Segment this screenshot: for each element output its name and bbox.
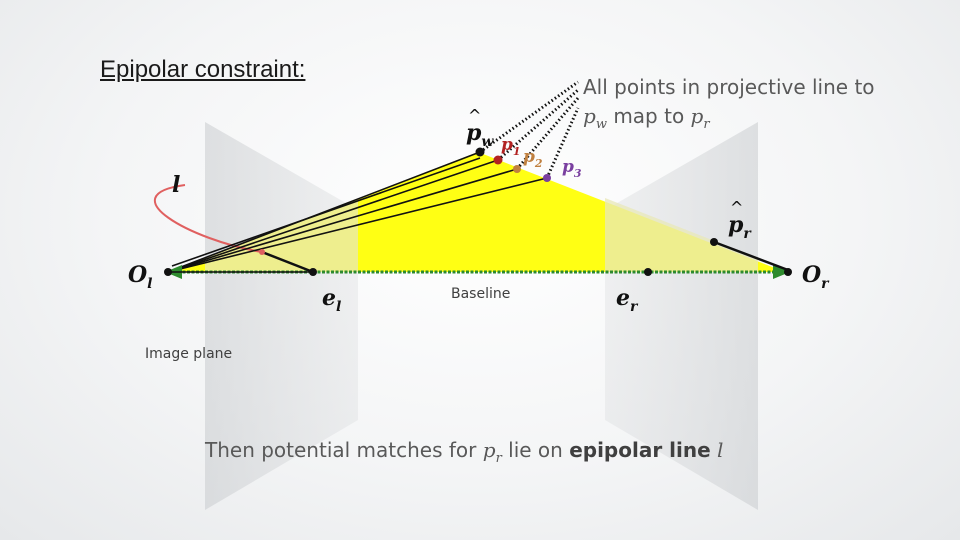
label-p3: p3 — [562, 157, 582, 180]
point-pw-hat — [259, 249, 265, 255]
bottom-caption: Then potential matches for pr lie on epi… — [205, 438, 724, 466]
image-plane-label: Image plane — [145, 346, 233, 362]
point-ol — [164, 268, 172, 276]
label-p1: p1 — [501, 135, 521, 158]
point-or — [784, 268, 792, 276]
note-line-2: pw map to pr — [583, 104, 710, 132]
label-pw: pw — [466, 120, 494, 150]
projection-rays — [167, 151, 548, 273]
projective-dotted-lines — [479, 80, 580, 179]
point-pw — [475, 147, 485, 157]
label-pr-hat: ^ — [730, 198, 743, 217]
label-pr: pr — [728, 212, 752, 242]
label-er: er — [616, 285, 639, 315]
point-pr-hat — [710, 238, 718, 246]
baseline-label: Baseline — [451, 286, 511, 302]
point-p1 — [493, 155, 503, 165]
left-image-segment — [261, 250, 314, 274]
label-el: el — [322, 285, 341, 315]
label-p2: p2 — [523, 147, 543, 170]
projective-line-note: All points in projective line to pw map … — [583, 73, 923, 139]
slide-title: Epipolar constraint: — [100, 56, 306, 83]
point-p2 — [513, 165, 521, 173]
baseline-arrow-right — [773, 265, 790, 279]
point-el — [309, 268, 317, 276]
label-ol: Ol — [128, 262, 153, 292]
point-er — [644, 268, 652, 276]
label-pw-hat: ^ — [468, 106, 481, 125]
epipolar-plane-overlap-right — [605, 198, 758, 272]
note-line-1: All points in projective line to — [583, 75, 875, 99]
label-l: l — [172, 172, 180, 198]
point-p3 — [543, 174, 551, 182]
label-or: Or — [802, 262, 830, 292]
right-image-segment — [713, 240, 789, 272]
